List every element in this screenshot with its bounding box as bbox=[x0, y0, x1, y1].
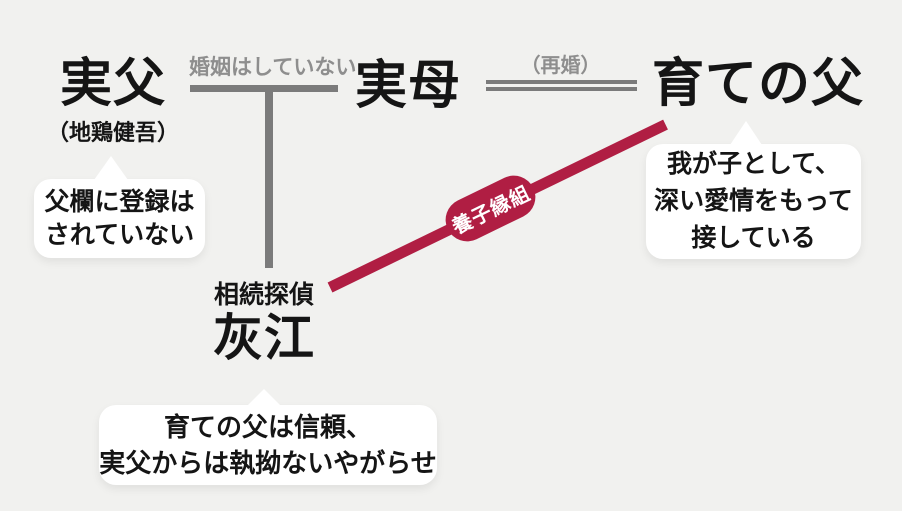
foster-father-note-bubble: 我が子として、 深い愛情をもって 接している bbox=[646, 121, 861, 259]
detective-note-bubble: 育ての父は信頼、 実父からは執拗ないやがらせ bbox=[99, 389, 437, 485]
node-foster-father: 育ての父 bbox=[648, 56, 868, 112]
bio-father-note-bubble: 父欄に登録は されていない bbox=[34, 156, 205, 258]
adoption-badge: 養子縁組 bbox=[438, 168, 543, 249]
no-marriage-label: 婚姻はしていない bbox=[189, 56, 357, 79]
adoption-badge-label: 養子縁組 bbox=[449, 182, 535, 239]
bubble-text-line: 深い愛情をもって bbox=[654, 187, 853, 215]
bubble-text-line: 父欄に登録は bbox=[44, 187, 195, 216]
remarriage-label: （再婚） bbox=[520, 55, 601, 77]
foster-father-name: 育ての父 bbox=[651, 55, 864, 113]
remarriage-double-line bbox=[486, 80, 637, 91]
bubble-text-line: 接している bbox=[691, 224, 816, 252]
node-bio-mother: 実母 bbox=[352, 58, 464, 114]
bio-father-real-name: （地鶏健吾） bbox=[46, 120, 179, 146]
detective-name: 灰江 bbox=[213, 310, 315, 366]
child-connector-line bbox=[265, 85, 273, 268]
bubble-text-line: されていない bbox=[44, 220, 195, 249]
bubble-text-line: 我が子として、 bbox=[666, 150, 840, 178]
bubble-text-line: 実父からは執拗ないやがらせ bbox=[99, 448, 437, 478]
bio-mother-name: 実母 bbox=[354, 57, 461, 115]
bubble-text-line: 育ての父は信頼、 bbox=[163, 412, 372, 442]
node-bio-father: 実父 （地鶏健吾） bbox=[33, 56, 193, 147]
remarriage-line-top bbox=[486, 80, 637, 84]
node-detective: 相続探偵 灰江 bbox=[164, 280, 364, 365]
bubble-tail-up bbox=[730, 121, 762, 145]
remarriage-line-bottom bbox=[486, 87, 637, 91]
bio-father-name: 実父 bbox=[59, 55, 166, 113]
bubble-tail-up bbox=[94, 156, 128, 180]
bio-parents-connector-line bbox=[190, 85, 338, 92]
detective-title: 相続探偵 bbox=[213, 281, 314, 309]
bubble-tail-up bbox=[247, 389, 281, 406]
